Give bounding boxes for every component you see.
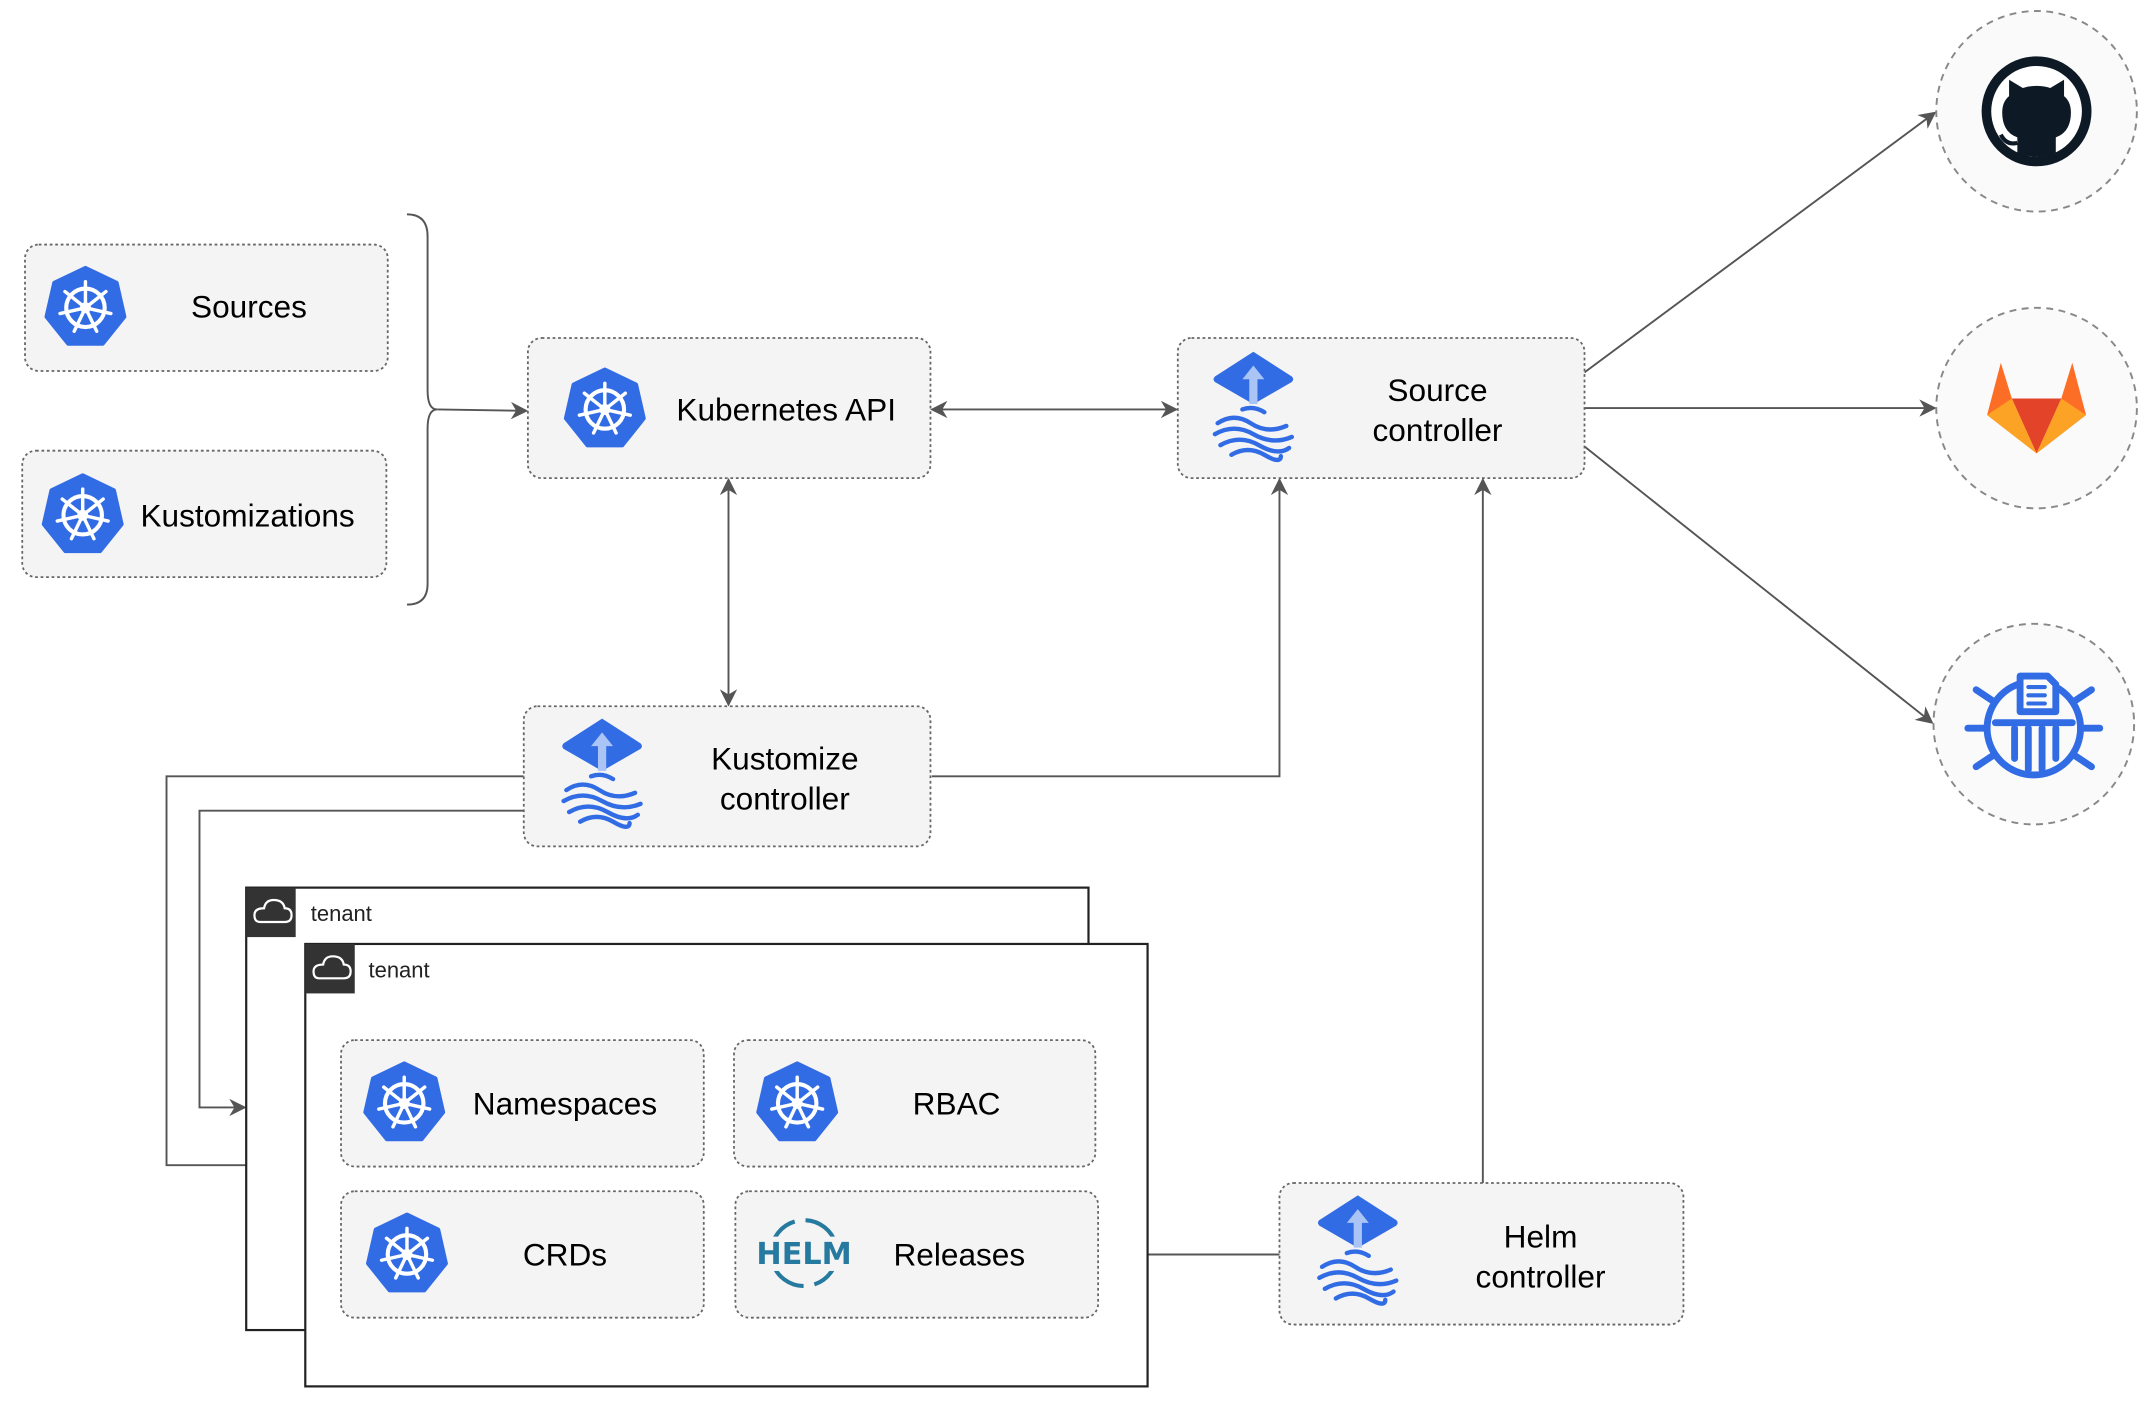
edge-kustomize-to-source (931, 477, 1289, 778)
node-rbac[interactable]: RBAC (733, 1039, 1097, 1168)
node-label: Releases (893, 1236, 1025, 1272)
node-crds[interactable]: CRDs (340, 1190, 705, 1319)
edge-source-to-bucket (1583, 445, 1934, 724)
brace (406, 213, 438, 606)
kubernetes-icon (566, 370, 644, 446)
edges (165, 111, 1937, 1264)
node-namespaces[interactable]: Namespaces (340, 1039, 705, 1168)
node-label: controller (1476, 1258, 1606, 1294)
node-kubernetes-api[interactable]: Kubernetes API (526, 337, 932, 480)
bucket-storage[interactable] (1932, 622, 2136, 826)
kubernetes-icon (44, 475, 122, 551)
node-label: Kustomizations (140, 497, 354, 533)
node-label: Helm (1504, 1219, 1578, 1255)
kubernetes-icon (47, 268, 125, 344)
kubernetes-icon (758, 1063, 836, 1139)
kubernetes-icon (368, 1215, 446, 1291)
gitlab-repository[interactable] (1935, 306, 2138, 510)
node-kustomizations[interactable]: Kustomizations (21, 449, 388, 578)
node-label: Namespaces (473, 1085, 657, 1121)
node-kustomize-controller[interactable]: Kustomize controller (522, 705, 932, 848)
edge-source-to-github (1583, 111, 1937, 374)
github-repository[interactable] (1935, 10, 2138, 213)
tenant-label: tenant (311, 901, 372, 926)
helm-icon: HELM (756, 1218, 852, 1289)
edge-crds-to-k8s-api (437, 401, 529, 420)
tenant-label: tenant (369, 958, 430, 983)
github-icon (1981, 56, 2092, 167)
node-source-controller[interactable]: Source controller (1176, 337, 1586, 480)
svg-text:HELM: HELM (756, 1237, 851, 1272)
node-label: CRDs (523, 1236, 607, 1272)
node-label: Source (1387, 372, 1487, 408)
node-releases[interactable]: HELM Releases (734, 1190, 1099, 1319)
bucket-icon (1964, 672, 2104, 779)
gitlab-icon (1987, 362, 2087, 454)
node-label: Kubernetes API (676, 391, 896, 427)
edge-kustomize-to-tenant-back (198, 809, 524, 1117)
node-label: controller (1373, 412, 1503, 448)
node-label: Sources (191, 288, 307, 324)
node-label: Kustomize (711, 740, 858, 776)
node-sources[interactable]: Sources (24, 243, 389, 372)
edge-kustomize-to-tenant-front (165, 775, 524, 1174)
node-helm-controller[interactable]: Helm controller (1278, 1182, 1685, 1326)
kubernetes-icon (365, 1063, 443, 1139)
node-label: RBAC (913, 1085, 1001, 1121)
node-label: controller (720, 780, 850, 816)
